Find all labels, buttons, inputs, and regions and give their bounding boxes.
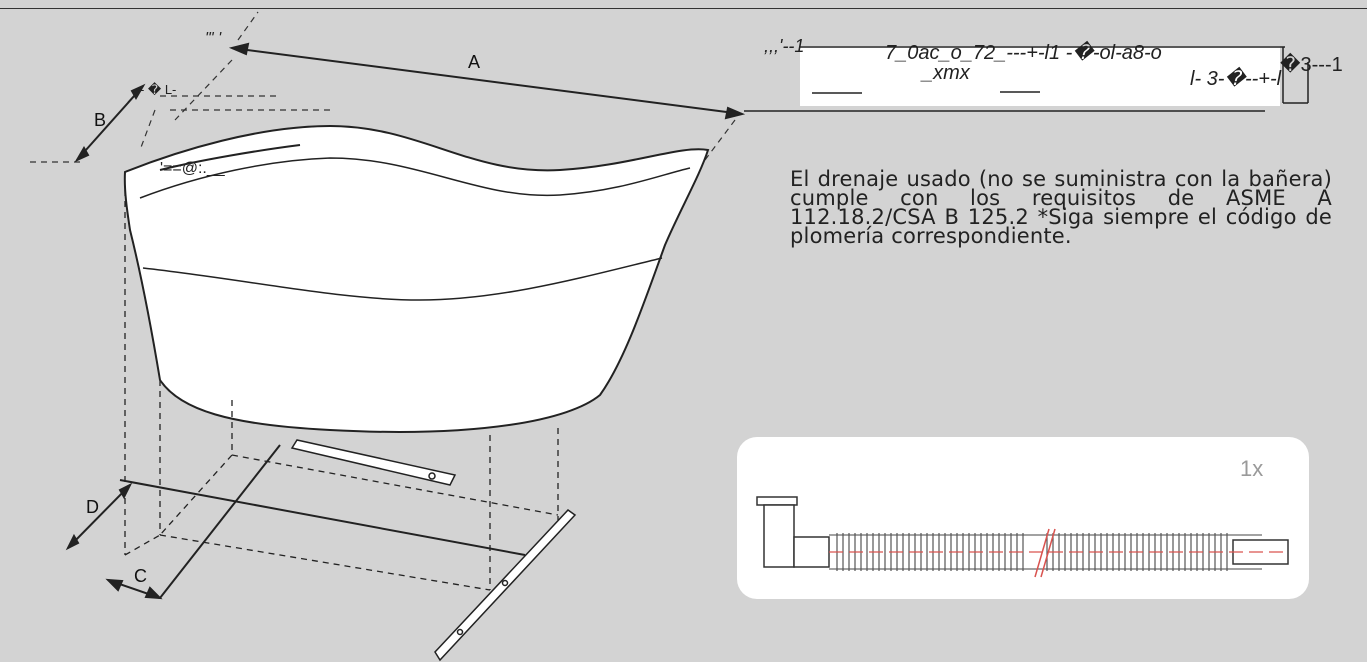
rim-artifact: '==@:.__ [160, 160, 225, 177]
dimension-a [228, 42, 746, 120]
drain-panel [737, 437, 1309, 599]
left-top-artifact: "' ' [205, 30, 222, 47]
drain-hose-illustration [756, 496, 1289, 578]
spec-text-line3: l- 3-�--+-l [1190, 68, 1282, 90]
spec-box-lines [744, 46, 1309, 112]
top-rule [0, 8, 1367, 9]
dimension-b [74, 83, 146, 163]
spec-text-line4: �3---1 [1280, 54, 1343, 76]
projection-lines [124, 190, 559, 591]
left-mid-artifact: - - � L- [132, 82, 177, 97]
drain-compliance-note: El drenaje usado (no se suministra con l… [790, 167, 1332, 248]
dimension-label-c: C [134, 566, 147, 586]
dimension-label-a: A [468, 52, 481, 72]
leveling-bar [290, 439, 457, 486]
spec-text-line2: _xmx [922, 62, 970, 84]
spec-text-top-mark: ,,,'--1 [764, 36, 805, 56]
dimension-label-b: B [94, 110, 107, 130]
dimension-label-d: D [86, 497, 99, 517]
bathtub [123, 124, 710, 433]
spec-box [800, 46, 1280, 106]
quantity-label: 1x [1240, 456, 1264, 481]
support-rail [434, 509, 577, 662]
dimension-cd [65, 444, 526, 600]
spec-text-line1: 7_0ac_o_72_---+-l1 -�-ol-a8-o [885, 42, 1162, 64]
